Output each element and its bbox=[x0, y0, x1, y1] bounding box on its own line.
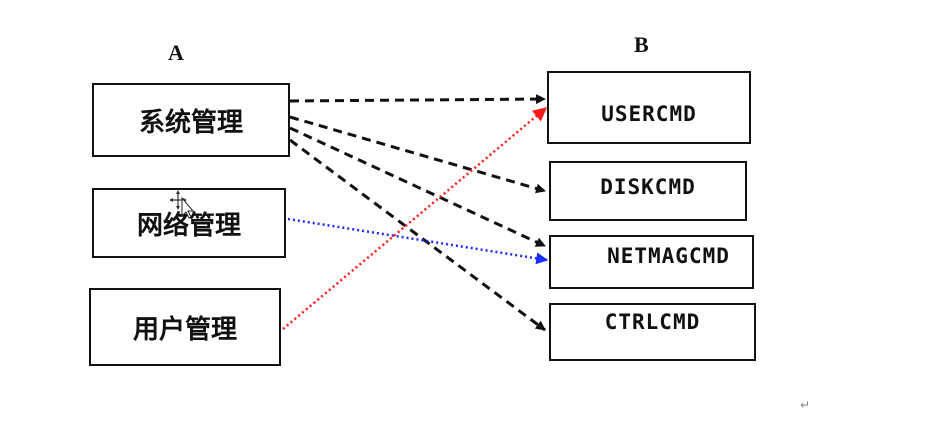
arrow-net-to-netmagcmd bbox=[287, 217, 549, 265]
command-box-diskcmd: DISKCMD bbox=[549, 161, 747, 221]
module-box-user: 用户管理 bbox=[89, 288, 281, 366]
module-label: 系统管理 bbox=[138, 107, 243, 138]
command-label: CTRLCMD bbox=[604, 310, 701, 334]
command-label: DISKCMD bbox=[600, 175, 696, 199]
command-box-ctrlcmd: CTRLCMD bbox=[549, 303, 756, 361]
command-label: NETMAGCMD bbox=[607, 244, 730, 268]
arrow-sys-to-netmagcmd bbox=[289, 126, 546, 248]
module-box-system: 系统管理 bbox=[92, 83, 290, 157]
move-cursor-icon bbox=[169, 190, 196, 224]
command-box-netmagcmd: NETMAGCMD bbox=[549, 235, 754, 289]
column-a-title: A bbox=[168, 40, 184, 65]
arrow-sys-to-diskcmd bbox=[289, 115, 546, 194]
column-b-title: B bbox=[634, 32, 649, 57]
command-box-usercmd: USERCMD bbox=[547, 71, 751, 144]
command-label: USERCMD bbox=[601, 101, 697, 126]
paragraph-return-icon: ↵ bbox=[800, 398, 811, 412]
arrow-user-to-usercmd bbox=[282, 107, 548, 330]
module-label: 用户管理 bbox=[132, 314, 237, 345]
arrow-sys-to-usercmd bbox=[289, 94, 546, 105]
arrow-sys-to-ctrlcmd bbox=[289, 138, 546, 332]
